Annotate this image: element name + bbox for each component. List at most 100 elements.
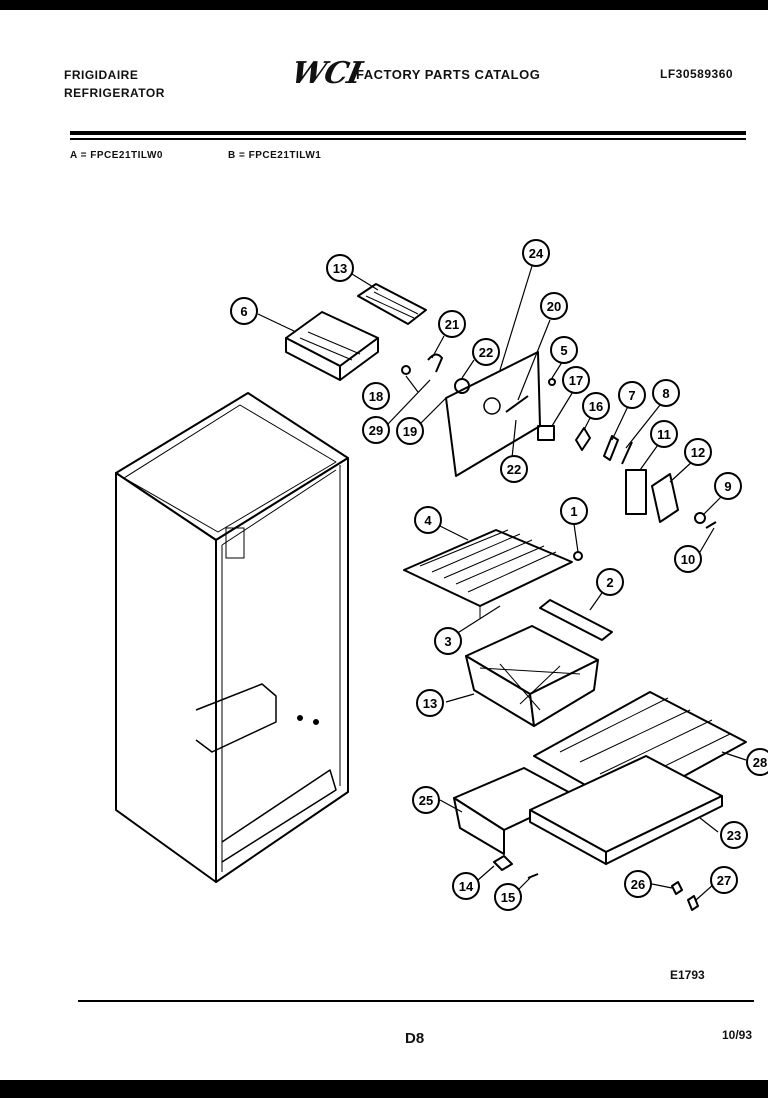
callout-c7: 7 [618,381,646,409]
top-border [0,0,768,10]
callout-circle [414,506,442,534]
callout-c25: 25 [412,786,440,814]
part-21 [427,353,443,373]
callout-circle [582,392,610,420]
callout-c15: 15 [494,883,522,911]
crisper-tray [285,311,379,381]
callout-circle [746,748,768,776]
catalog-title: FACTORY PARTS CATALOG [356,67,541,82]
figure-reference: E1793 [670,968,705,982]
callout-number: 22 [479,345,493,360]
callout-circle [472,338,500,366]
callout-circle [650,420,678,448]
callout-circle [684,438,712,466]
part-22-top [454,378,470,394]
callout-circle [618,381,646,409]
callout-c12: 12 [684,438,712,466]
header-rule-thick [70,131,746,135]
part-15 [527,873,539,879]
callout-circle [500,455,528,483]
callout-c20: 20 [540,292,568,320]
callout-number: 19 [403,424,417,439]
page-number: D8 [405,1030,425,1047]
callout-circle [720,821,748,849]
door-shelf-lower [453,755,723,865]
part-26 [671,881,683,895]
part-8 [621,441,633,465]
callout-c19: 19 [396,417,424,445]
brand-line-2: REFRIGERATOR [64,86,165,100]
callout-number: 22 [507,462,521,477]
callout-circle [710,866,738,894]
part-10 [705,521,717,529]
callout-c3: 3 [434,627,462,655]
callout-c18: 18 [362,382,390,410]
model-a: A = FPCE21TILW0 [70,150,163,161]
callout-circle [434,627,462,655]
light-housing [625,469,647,515]
callout-c4: 4 [414,506,442,534]
callout-number: 13 [333,261,347,276]
part-7 [603,435,619,461]
callout-number: 21 [445,317,459,332]
callout-c23: 23 [720,821,748,849]
bottom-border [0,1080,768,1098]
callout-number: 4 [424,513,432,528]
callout-c5: 5 [550,336,578,364]
callout-c27: 27 [710,866,738,894]
callout-c16: 16 [582,392,610,420]
callout-c13b: 13 [416,689,444,717]
callout-circle [362,416,390,444]
callout-circle [522,239,550,267]
callout-circle [230,297,258,325]
callout-number: 17 [569,373,583,388]
callout-number: 20 [547,299,561,314]
callout-number: 24 [529,246,544,261]
callout-circle [412,786,440,814]
thermostat [537,425,555,441]
wire-shelf [403,529,573,618]
callout-number: 1 [570,504,577,519]
footer-rule [78,1000,754,1002]
light-shield [651,473,679,523]
callout-circle [452,872,480,900]
callout-circle [596,568,624,596]
callout-circle [494,883,522,911]
callout-number: 9 [724,479,731,494]
basket [465,625,599,727]
callout-c6: 6 [230,297,258,325]
callout-number: 7 [628,388,635,403]
callout-c1: 1 [560,497,588,525]
callout-circle [562,366,590,394]
callout-c10: 10 [674,545,702,573]
cabinet [115,392,349,883]
callout-c11: 11 [650,420,678,448]
callout-number: 23 [727,828,741,843]
callout-number: 5 [560,343,567,358]
part-14 [493,855,513,871]
callout-c14: 14 [452,872,480,900]
callout-circle [438,310,466,338]
callout-number: 6 [240,304,247,319]
part-16 [575,427,591,451]
callout-c24: 24 [522,239,550,267]
callout-number: 12 [691,445,705,460]
control-panel [445,351,541,477]
ice-tray [357,283,427,325]
callout-circle [396,417,424,445]
callout-circle [550,336,578,364]
callout-number: 13 [423,696,437,711]
callout-c17: 17 [562,366,590,394]
callout-number: 14 [459,879,474,894]
callout-number: 15 [501,890,515,905]
part-2 [539,599,613,641]
part-27 [687,895,699,911]
part-1 [573,551,583,561]
callout-circle [652,379,680,407]
callout-number: 27 [717,873,731,888]
callout-number: 18 [369,389,383,404]
callout-number: 28 [753,755,767,770]
callout-c21: 21 [438,310,466,338]
callout-circle [714,472,742,500]
